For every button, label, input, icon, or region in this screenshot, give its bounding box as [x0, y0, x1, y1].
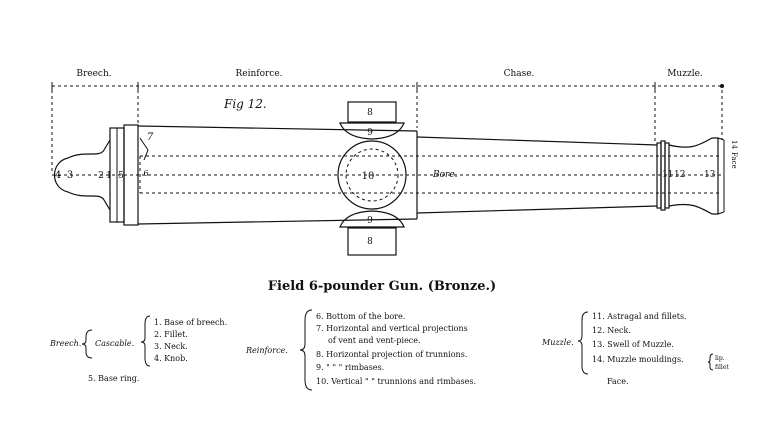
legend-muzzle-item-14: 14. Muzzle mouldings. — [592, 355, 684, 364]
legend-breech: Breech. Cascable. 1. Base of breech. 2. … — [49, 315, 227, 383]
section-label-chase: Chase. — [504, 69, 535, 79]
trunnions — [337, 101, 407, 256]
part-number-7: 7 — [147, 132, 154, 143]
part-number-12: 12 — [674, 170, 685, 180]
legend-breech-label: Breech. — [49, 339, 81, 348]
legend-reinforce-item-6: 6. Bottom of the bore. — [316, 312, 405, 321]
legend-muzzle: Muzzle. 11. Astragal and fillets. 12. Ne… — [541, 311, 729, 386]
legend-cascable-item-2: 2. Fillet. — [154, 330, 188, 339]
legend-muzzle-fillet: fillet — [715, 364, 729, 371]
bore-label: Bore. — [432, 170, 458, 180]
legend-reinforce: Reinforce. 6. Bottom of the bore. 7. Hor… — [245, 309, 476, 391]
part-number-9-bottom: 9 — [367, 216, 373, 226]
cannon-body — [52, 124, 725, 226]
legend-face: Face. — [607, 377, 629, 386]
face-label-vertical: Face — [730, 152, 738, 169]
dimension-line — [51, 82, 724, 172]
legend-cascable-label: Cascable. — [95, 339, 134, 348]
part-number-13: 13 — [704, 170, 716, 180]
part-number-8-top: 8 — [367, 108, 373, 118]
section-label-muzzle: Muzzle. — [667, 69, 703, 79]
part-number-1: 1 — [106, 171, 112, 181]
part-number-14: 14 — [730, 140, 738, 149]
part-number-8-bottom: 8 — [367, 237, 373, 247]
legend-reinforce-item-7-cont: of vent and vent-piece. — [328, 336, 421, 345]
legend-muzzle-item-13: 13. Swell of Muzzle. — [592, 340, 674, 349]
legend-cascable-item-3: 3. Neck. — [154, 342, 188, 351]
part-number-9-top: 9 — [367, 128, 373, 138]
part-number-6: 6 — [143, 169, 148, 178]
figure-label: Fig 12. — [223, 97, 267, 111]
legend-muzzle-item-12: 12. Neck. — [592, 326, 631, 335]
legend-reinforce-item-10: 10. Vertical " " trunnions and rimbases. — [316, 377, 476, 386]
part-number-11: 11 — [662, 170, 673, 180]
figure-caption: Field 6-pounder Gun. (Bronze.) — [268, 279, 496, 294]
legend-muzzle-item-11: 11. Astragal and fillets. — [592, 312, 687, 321]
legend-reinforce-item-9: 9. " " " rimbases. — [316, 363, 384, 372]
legend-muzzle-label: Muzzle. — [541, 338, 574, 347]
legend-cascable-item-1: 1. Base of breech. — [154, 318, 227, 327]
part-number-3: 3 — [67, 170, 73, 181]
section-label-breech: Breech. — [76, 69, 111, 79]
part-number-4: 4 — [55, 170, 61, 181]
legend-cascable-item-4: 4. Knob. — [154, 354, 188, 363]
legend-reinforce-item-7: 7. Horizontal and vertical projections — [316, 324, 468, 333]
section-label-reinforce: Reinforce. — [235, 69, 282, 79]
part-number-5: 5 — [118, 171, 124, 181]
legend-reinforce-label: Reinforce. — [245, 346, 288, 355]
legend-base-ring: 5. Base ring. — [88, 374, 139, 383]
part-number-10: 10 — [362, 171, 375, 182]
legend-reinforce-item-8: 8. Horizontal projection of trunnions. — [316, 350, 467, 359]
legend-muzzle-lip: lip. — [715, 355, 725, 362]
part-number-2: 2 — [98, 171, 104, 181]
